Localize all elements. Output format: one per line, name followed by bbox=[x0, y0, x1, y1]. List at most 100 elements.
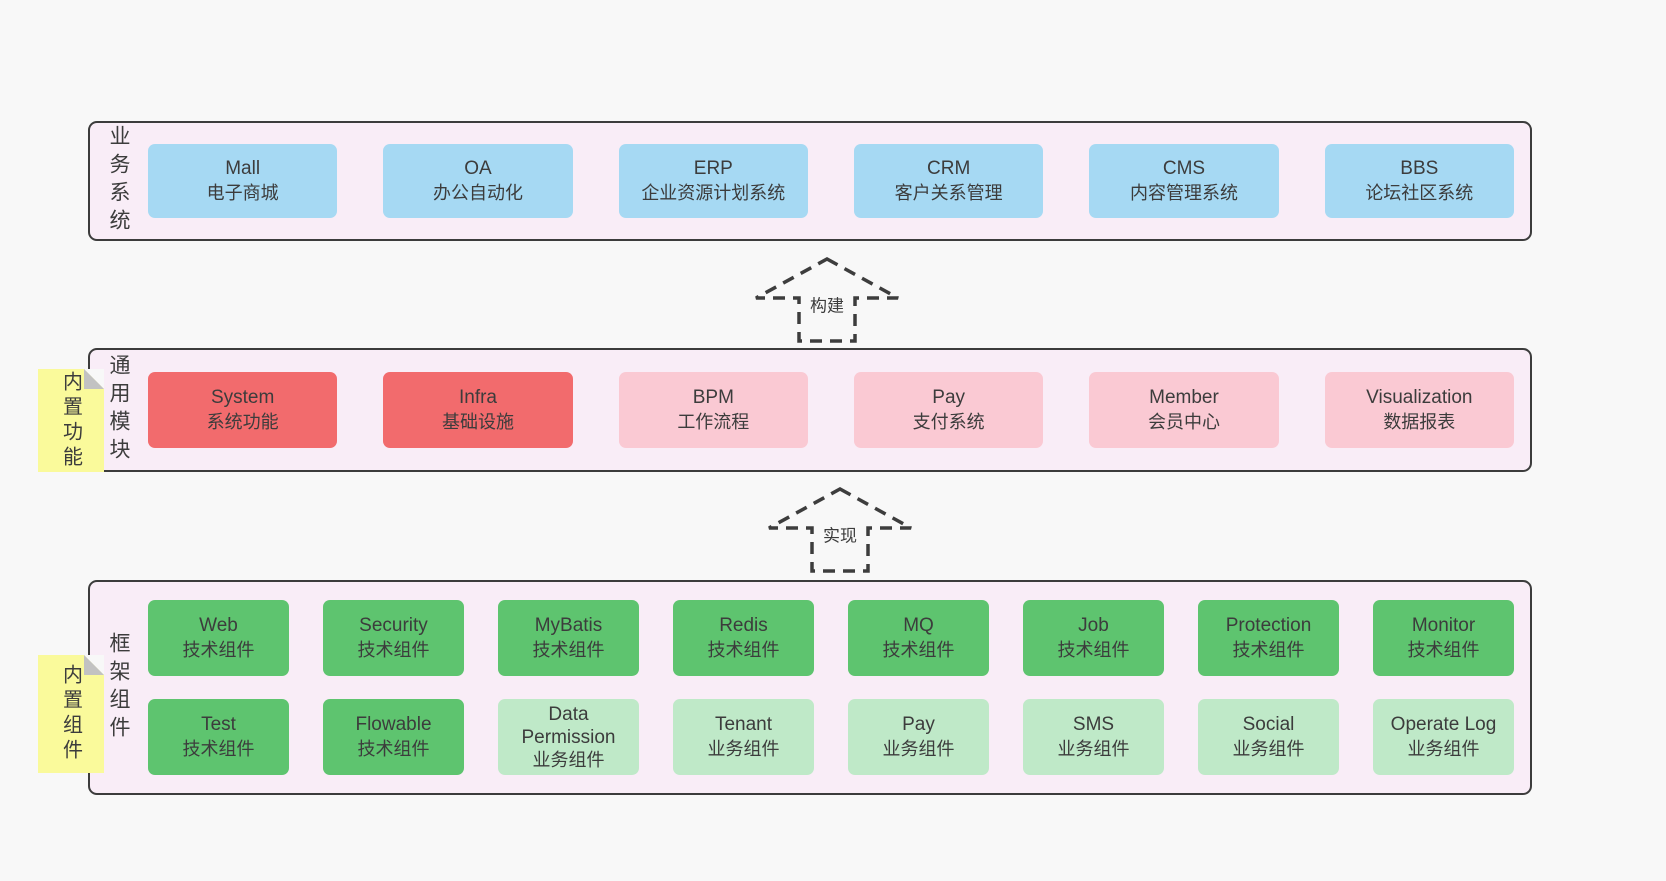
box-subtitle: 技术组件 bbox=[357, 640, 430, 660]
box-subtitle: 工作流程 bbox=[677, 412, 750, 432]
box-subtitle: 系统功能 bbox=[206, 412, 279, 432]
band-framework-components: 框架组件 Web 技术组件 Security 技术组件 MyBatis 技术组件… bbox=[88, 580, 1532, 795]
band-label-wrap: 通用模块 bbox=[90, 350, 146, 470]
box-title: CMS bbox=[1162, 158, 1206, 179]
box-crm: CRM 客户关系管理 bbox=[853, 144, 1044, 218]
band-business-systems: 业务系统 Mall 电子商城 OA 办公自动化 ERP 企业资源计划系统 CRM… bbox=[88, 121, 1532, 241]
arrow-build-label: 构建 bbox=[807, 290, 847, 318]
box-title: Infra bbox=[458, 387, 497, 408]
box-operate-log: Operate Log 业务组件 bbox=[1373, 699, 1514, 775]
box-subtitle: 技术组件 bbox=[1407, 640, 1480, 660]
box-subtitle: 技术组件 bbox=[182, 739, 255, 759]
box-data-permission: Data Permission 业务组件 bbox=[498, 699, 639, 775]
box-title: OA bbox=[464, 158, 492, 179]
box-title: Pay bbox=[932, 387, 966, 408]
modules-box-grid: System 系统功能 Infra 基础设施 BPM 工作流程 Pay 支付系统… bbox=[146, 350, 1530, 470]
box-title: Redis bbox=[719, 615, 768, 636]
box-security: Security 技术组件 bbox=[323, 600, 464, 676]
box-title: BBS bbox=[1400, 158, 1439, 179]
box-monitor: Monitor 技术组件 bbox=[1373, 600, 1514, 676]
arrow-build: 构建 bbox=[753, 256, 901, 344]
box-title: Flowable bbox=[355, 714, 432, 735]
box-social: Social 业务组件 bbox=[1198, 699, 1339, 775]
box-subtitle: 业务组件 bbox=[532, 749, 605, 770]
box-title: Data Permission bbox=[521, 703, 616, 748]
box-subtitle: 数据报表 bbox=[1383, 412, 1456, 432]
box-flowable: Flowable 技术组件 bbox=[323, 699, 464, 775]
box-title: Job bbox=[1078, 615, 1109, 636]
box-title: Security bbox=[359, 615, 428, 636]
band-label-wrap: 框架组件 bbox=[90, 582, 146, 793]
box-title: BPM bbox=[692, 387, 734, 408]
box-subtitle: 企业资源计划系统 bbox=[641, 183, 786, 203]
box-title: Tenant bbox=[714, 714, 773, 735]
box-title: System bbox=[210, 387, 275, 408]
box-subtitle: 技术组件 bbox=[532, 640, 605, 660]
box-title: Member bbox=[1149, 387, 1219, 408]
box-title: ERP bbox=[693, 158, 733, 179]
box-erp: ERP 企业资源计划系统 bbox=[618, 144, 808, 218]
band-modules-label: 通用模块 bbox=[107, 354, 130, 466]
box-title: CRM bbox=[927, 158, 971, 179]
box-subtitle: 技术组件 bbox=[707, 640, 780, 660]
folded-corner-icon bbox=[84, 369, 104, 389]
band-common-modules: 通用模块 System 系统功能 Infra 基础设施 BPM 工作流程 Pay… bbox=[88, 348, 1532, 472]
box-subtitle: 论坛社区系统 bbox=[1365, 183, 1474, 203]
box-subtitle: 客户关系管理 bbox=[894, 183, 1003, 203]
box-system: System 系统功能 bbox=[148, 372, 338, 448]
arrow-implement-label: 实现 bbox=[820, 520, 860, 548]
box-title: Visualization bbox=[1366, 387, 1473, 408]
box-mq: MQ 技术组件 bbox=[848, 600, 989, 676]
box-oa: OA 办公自动化 bbox=[383, 144, 573, 218]
box-cms: CMS 内容管理系统 bbox=[1089, 144, 1279, 218]
box-bbs: BBS 论坛社区系统 bbox=[1324, 144, 1514, 218]
box-title: Operate Log bbox=[1390, 714, 1497, 735]
sticky-label: 内置功能 bbox=[59, 370, 82, 471]
box-pay-module: Pay 支付系统 bbox=[853, 372, 1044, 448]
box-infra: Infra 基础设施 bbox=[383, 372, 573, 448]
box-subtitle: 技术组件 bbox=[182, 640, 255, 660]
box-title: Pay bbox=[902, 714, 935, 735]
box-subtitle: 业务组件 bbox=[1407, 739, 1480, 759]
box-visualization: Visualization 数据报表 bbox=[1324, 372, 1514, 448]
box-subtitle: 业务组件 bbox=[1057, 739, 1130, 759]
box-subtitle: 业务组件 bbox=[707, 739, 780, 759]
box-subtitle: 基础设施 bbox=[441, 412, 514, 432]
band-business-label: 业务系统 bbox=[107, 125, 130, 237]
components-box-grid: Web 技术组件 Security 技术组件 MyBatis 技术组件 Redi… bbox=[146, 582, 1530, 793]
dashed-up-arrow-icon bbox=[755, 257, 899, 343]
box-protection: Protection 技术组件 bbox=[1198, 600, 1339, 676]
box-subtitle: 技术组件 bbox=[357, 739, 430, 759]
arrow-implement: 实现 bbox=[766, 486, 914, 574]
folded-corner-icon bbox=[84, 655, 104, 675]
box-subtitle: 技术组件 bbox=[1057, 640, 1130, 660]
box-subtitle: 业务组件 bbox=[882, 739, 955, 759]
business-box-grid: Mall 电子商城 OA 办公自动化 ERP 企业资源计划系统 CRM 客户关系… bbox=[146, 123, 1530, 239]
box-redis: Redis 技术组件 bbox=[673, 600, 814, 676]
box-test: Test 技术组件 bbox=[148, 699, 289, 775]
box-tenant: Tenant 业务组件 bbox=[673, 699, 814, 775]
box-subtitle: 支付系统 bbox=[912, 412, 985, 432]
box-web: Web 技术组件 bbox=[148, 600, 289, 676]
box-subtitle: 内容管理系统 bbox=[1129, 183, 1238, 203]
box-member: Member 会员中心 bbox=[1089, 372, 1279, 448]
box-title: MyBatis bbox=[534, 615, 603, 636]
box-title: Protection bbox=[1225, 615, 1312, 636]
box-title: Monitor bbox=[1411, 615, 1476, 636]
box-bpm: BPM 工作流程 bbox=[618, 372, 808, 448]
box-title: SMS bbox=[1072, 714, 1115, 735]
box-subtitle: 办公自动化 bbox=[432, 183, 523, 203]
box-pay-component: Pay 业务组件 bbox=[848, 699, 989, 775]
box-title: Web bbox=[199, 615, 238, 636]
box-mybatis: MyBatis 技术组件 bbox=[498, 600, 639, 676]
box-title: Social bbox=[1242, 714, 1295, 735]
dashed-up-arrow-icon bbox=[768, 487, 912, 573]
band-label-wrap: 业务系统 bbox=[90, 123, 146, 239]
box-job: Job 技术组件 bbox=[1023, 600, 1164, 676]
box-subtitle: 电子商城 bbox=[206, 183, 279, 203]
box-subtitle: 业务组件 bbox=[1232, 739, 1305, 759]
box-title: Mall bbox=[225, 158, 261, 179]
box-mall: Mall 电子商城 bbox=[148, 144, 338, 218]
band-components-label: 框架组件 bbox=[107, 631, 130, 744]
